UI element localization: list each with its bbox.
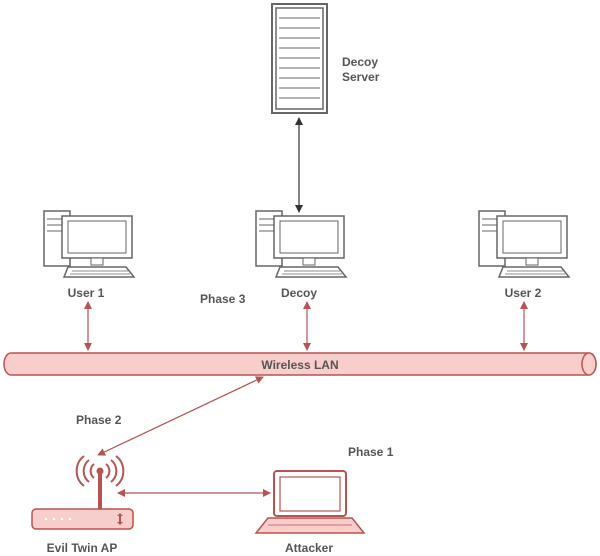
decoy-server-label-line2: Server [342,70,380,84]
wifi-router-icon [31,455,134,530]
phase2-label: Phase 2 [76,413,122,427]
lan-ap-connector [97,376,264,456]
evil-twin-ap-label: Evil Twin AP [47,541,118,555]
server-icon [271,3,328,114]
wireless-lan-label: Wireless LAN [261,358,338,372]
phase3-label: Phase 3 [200,292,246,306]
user1-label: User 1 [68,286,105,300]
attacker-label: Attacker [285,541,333,555]
user2-computer-icon [478,210,570,278]
decoy-computer-icon [255,210,347,278]
user1-computer-icon [43,210,135,278]
user2-label: User 2 [505,286,542,300]
decoy-server-label-line1: Decoy [342,55,378,69]
wireless-lan-bus [3,352,597,376]
decoy-label: Decoy [281,286,317,300]
phase1-label: Phase 1 [348,445,394,459]
laptop-icon [254,470,366,534]
